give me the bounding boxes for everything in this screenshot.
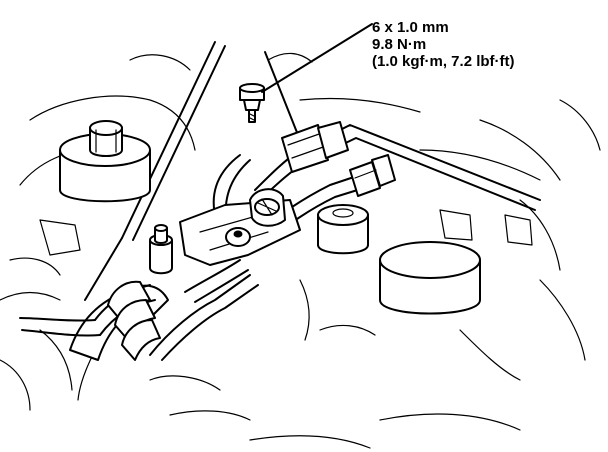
bolt [239, 83, 265, 123]
reservoir-cap [317, 204, 481, 315]
frame-rails [84, 41, 301, 301]
engine-background-linework [0, 52, 601, 449]
bolt-size-label: 6 x 1.0 mm [372, 19, 449, 36]
bleeder-nipple [149, 224, 173, 275]
torque-nm-label: 9.8 N·m [372, 36, 427, 53]
oil-filler-cap [59, 120, 151, 203]
fitting-upper [281, 121, 349, 173]
hose-clamp-bracket [179, 188, 301, 266]
rubber-boot [107, 280, 161, 361]
fitting-lower [349, 154, 396, 197]
torque-spec-callout: 6 x 1.0 mm 9.8 N·m (1.0 kgf·m, 7.2 lbf·f… [372, 19, 515, 70]
callout-leader-line [261, 23, 373, 93]
torque-alt-label: (1.0 kgf·m, 7.2 lbf·ft) [372, 53, 515, 70]
